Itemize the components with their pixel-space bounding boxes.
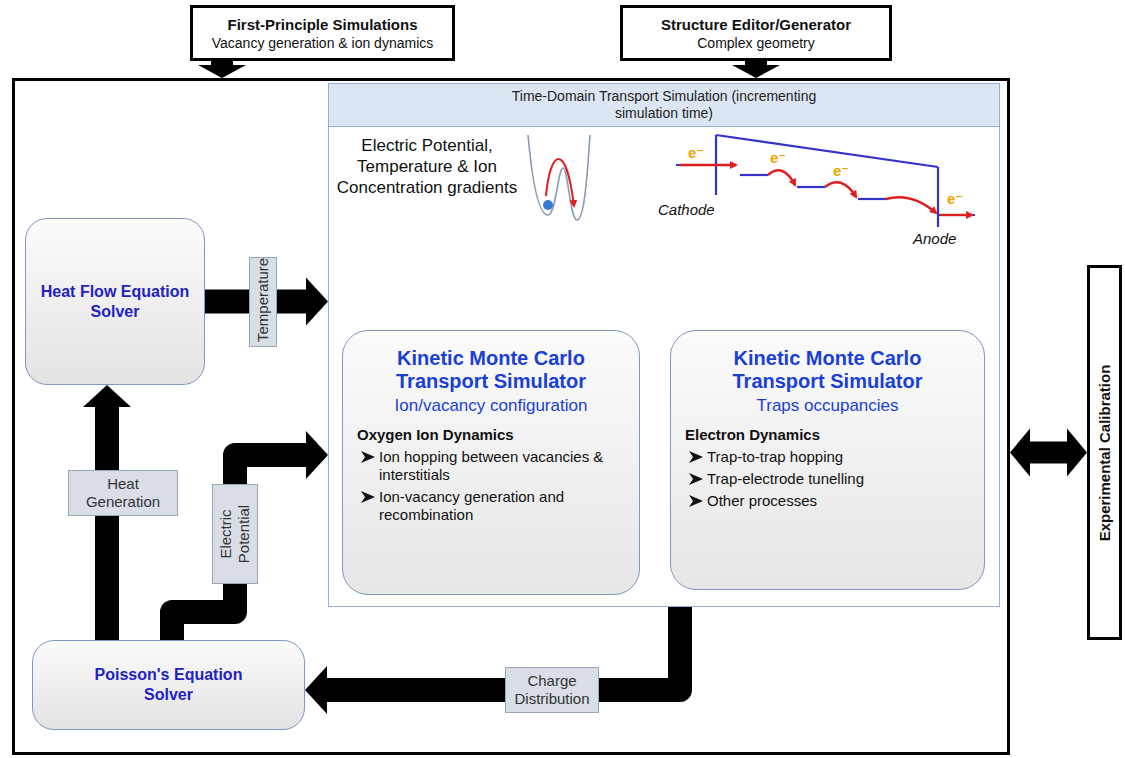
electron-symbol: e⁻ [947,191,963,207]
anode-level [938,214,975,216]
tunnel-arrow [940,214,972,216]
arrow-shaft [95,406,119,640]
arrowhead [1067,429,1087,477]
box-text: Vacancy generation & ion dynamics [199,34,446,52]
bullet-item: Ion hopping between vacancies & intersti… [357,448,625,484]
box-text: Heat Flow Equation Solver [40,282,190,322]
thick-arrow [1010,429,1087,477]
hop-arrow [886,197,936,213]
gradient-note: Electric Potential, Temperature & Ion Co… [336,135,518,198]
box-text: Experimental Calibration [1095,270,1115,635]
arrowhead [1010,429,1030,477]
box-text: Traps occupancies [685,395,970,416]
box-title: Kinetic Monte Carlo Transport Simulator [685,347,970,393]
electron-symbol: e⁻ [770,150,786,166]
electrode-label: Anode [913,230,956,247]
box-title: Structure Editor/Generator [629,15,883,34]
arrow-shaft [172,455,307,640]
electron-symbol: e⁻ [833,163,849,179]
simulator-box: Kinetic Monte Carlo Transport SimulatorI… [342,330,640,595]
box-text: Ion/vacancy configuration [357,395,625,416]
thick-arrow [305,607,680,714]
bullet-marker [689,451,703,463]
flow-label: Temperature [249,257,277,347]
box-title: First-Principle Simulations [199,15,446,34]
electron-symbol: e⁻ [688,145,704,161]
arrowhead [732,65,780,78]
bullet-arrow [689,473,703,485]
trap-level [858,198,886,200]
band-diagram [676,135,975,227]
electron-hops [680,165,972,215]
box-text: Poisson's Equation Solver [94,665,244,705]
input-box: Structure Editor/GeneratorComplex geomet… [620,5,892,61]
solver-box: Heat Flow Equation Solver [25,218,205,385]
bullet-marker [689,473,703,485]
solver-box: Poisson's Equation Solver [32,640,305,730]
tunnel-arrow [680,164,736,166]
bullet-marker [361,491,375,503]
bullet-item: Ion-vacancy generation and recombination [357,488,625,524]
bullet-marker [361,451,375,463]
simulator-box: Kinetic Monte Carlo Transport SimulatorT… [670,330,985,590]
box-text: Oxygen Ion Dynamics [357,426,625,444]
arrowhead [83,385,131,407]
bullet-item: Trap-electrode tunelling [685,470,970,488]
text-stack: Heat Flow Equation Solver [40,282,190,322]
bullet-arrow [361,491,375,503]
bullet-arrow [689,495,703,507]
anode-edge [937,167,939,227]
text-stack: Poisson's Equation Solver [94,665,244,705]
arrowhead [306,431,328,479]
thick-arrow [198,61,246,78]
arrowhead [306,278,328,326]
hop-arrow [768,170,795,185]
box-title: Kinetic Monte Carlo Transport Simulator [357,347,625,393]
box-text: Time-Domain Transport Simulation (increm… [329,84,999,127]
arrow-shaft [326,607,680,690]
conduction-band [716,135,938,167]
flow-label: Charge Distribution [505,667,599,713]
flow-label: Electric Potential [212,484,258,584]
flow-label: Heat Generation [68,470,178,516]
box-text: Complex geometry [629,34,883,52]
bullet-marker [689,495,703,507]
ion-ball [543,200,553,210]
bullet-arrow [689,451,703,463]
calibration-box: Experimental Calibration [1087,265,1122,640]
potential-well [528,135,590,220]
thick-arrow [732,61,780,78]
box-text: Electron Dynamics [685,426,970,444]
thick-arrow [172,431,328,640]
input-box: First-Principle SimulationsVacancy gener… [190,5,455,61]
arrowhead [305,666,327,714]
bullet-item: Other processes [685,492,970,510]
bullet-arrow [361,451,375,463]
bullet-item: Trap-to-trap hopping [685,448,970,466]
hop-arrow [825,182,856,197]
trap-level [797,186,825,188]
hop-arrow [546,159,574,206]
arrow-shaft [1029,442,1068,464]
arrowhead [198,65,246,78]
trap-level [740,174,768,176]
electrode-label: Cathode [658,201,715,218]
